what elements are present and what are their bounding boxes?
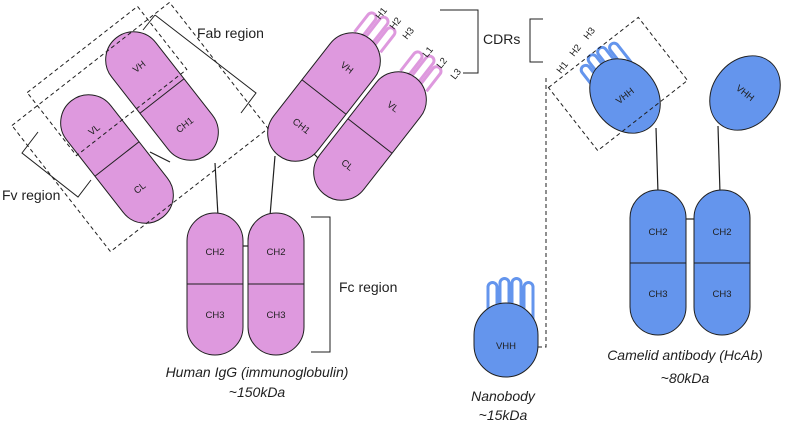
- camelid-fc-chain-right: CH2 CH3: [693, 189, 751, 336]
- camelid-cdr-h2-label: H2: [568, 42, 584, 58]
- igg-light-chain-right: VL CL: [313, 71, 427, 201]
- cdr-h2-label: H2: [388, 15, 404, 31]
- igg-cdr-loops-light: [399, 50, 443, 93]
- fv-region-label: Fv region: [2, 187, 60, 203]
- igg-fc-chain-left: CH2 CH3: [186, 212, 244, 356]
- cdr-l2-label: L2: [435, 56, 450, 71]
- igg-cdr-loops-heavy: [353, 11, 397, 54]
- igg-caption: Human IgG (immunoglobulin): [166, 364, 349, 380]
- fab-bracket: [142, 14, 257, 114]
- nanobody-vhh-domain: VHH: [473, 302, 539, 378]
- camelid-fc-chain-left: CH2 CH3: [629, 189, 687, 336]
- camelid-vhh-dashed-box: [547, 16, 689, 152]
- igg-fc-chain-right: CH2 CH3: [247, 212, 305, 356]
- cdrs-bracket: [440, 9, 479, 74]
- hinge-bond-right: [269, 155, 276, 217]
- hinge-bond-left: [214, 162, 219, 217]
- camelid-ch3-left-label: CH3: [648, 289, 667, 300]
- igg-ch3-right-label: CH3: [266, 310, 285, 321]
- igg-ch3-left-label: CH3: [205, 310, 224, 321]
- nanobody-caption: Nanobody: [471, 388, 536, 404]
- cdr-h3-label: H3: [401, 25, 417, 41]
- cdr-l3-label: L3: [449, 67, 464, 82]
- nanobody-weight: ~15kDa: [479, 407, 528, 423]
- igg-light-chain-left: VL CL: [60, 94, 174, 224]
- camelid-vhh-left: VHH: [589, 58, 661, 134]
- cdrs-label: CDRs: [483, 31, 520, 47]
- camelid-ch2-left-label: CH2: [648, 227, 667, 238]
- camelid-caption: Camelid antibody (HcAb): [607, 347, 763, 363]
- camelid-cdr-h3-label: H3: [582, 25, 598, 41]
- igg-heavy-chain-left: VH CH1: [105, 31, 219, 161]
- igg-weight: ~150kDa: [229, 384, 286, 400]
- fv-dashed-box: [26, 5, 188, 157]
- camelid-hinge-bond-left: [655, 127, 659, 194]
- nanobody-link-dashed: [538, 76, 547, 348]
- interchain-bond-left-fab: [149, 151, 171, 163]
- camelid-cdr-h1-label: H1: [555, 59, 571, 75]
- fab-region-label: Fab region: [197, 25, 264, 41]
- igg-heavy-chain-right: VH CH1: [267, 32, 381, 162]
- fv-bracket: [21, 131, 92, 198]
- fc-region-label: Fc region: [339, 279, 397, 295]
- igg-ch2-right-label: CH2: [266, 247, 285, 258]
- nanobody-vhh-label: VHH: [496, 341, 516, 352]
- camelid-weight: ~80kDa: [661, 370, 710, 386]
- camelid-vhh-right: VHH: [709, 55, 781, 131]
- camelid-ch3-right-label: CH3: [712, 289, 731, 300]
- igg-ch2-left-label: CH2: [205, 247, 224, 258]
- cdrs-bracket-camelid: [529, 18, 543, 63]
- camelid-hinge-bond-right: [717, 125, 721, 194]
- fc-bracket: [311, 216, 331, 353]
- nanobody-cdr-loops: [486, 277, 535, 325]
- camelid-ch2-right-label: CH2: [712, 227, 731, 238]
